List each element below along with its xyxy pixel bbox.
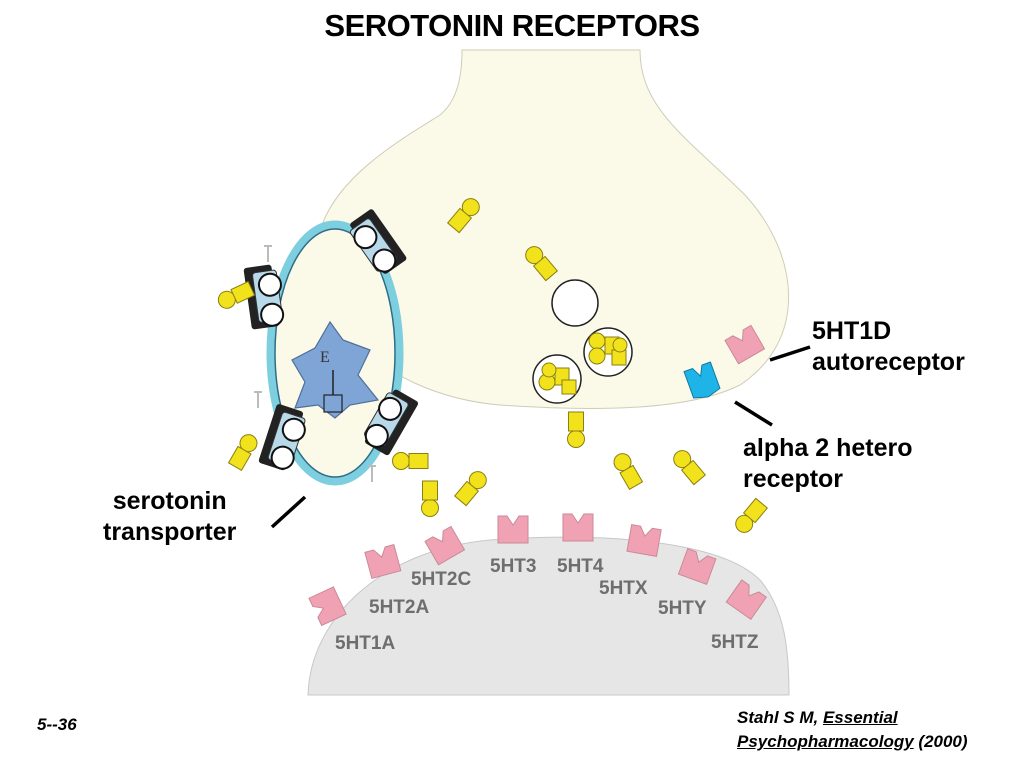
receptor-label-5ht3: 5HT3 <box>490 556 537 577</box>
serotonin-molecule <box>453 467 491 507</box>
enzyme-icon: E <box>291 320 380 419</box>
receptor-label-5ht2a: 5HT2A <box>369 597 430 618</box>
svg-text:E: E <box>320 349 330 366</box>
serotonin-molecule <box>421 480 439 517</box>
receptor-label-5hty: 5HTY <box>658 598 707 619</box>
vesicle-filled <box>583 327 633 377</box>
receptor-5htx <box>626 524 662 557</box>
citation-book-title: Essential <box>822 708 898 727</box>
receptor-label-5htx: 5HTX <box>599 578 648 599</box>
citation: Stahl S M, Essential Psychopharmacology … <box>737 706 1022 754</box>
label-alpha2-hetero-receptor: alpha 2 hetero receptor <box>743 434 913 493</box>
serotonin-molecule <box>731 497 769 537</box>
citation-book-title: Psychopharmacology <box>737 732 914 751</box>
serotonin-molecule <box>610 450 644 491</box>
citation-year: (2000) <box>918 732 968 751</box>
citation-author: Stahl S M, <box>737 708 819 727</box>
postsynaptic-neuron <box>307 536 790 696</box>
slide-number: 5--36 <box>37 715 77 734</box>
serotonin-molecule <box>669 446 707 486</box>
receptor-alpha2 <box>683 361 721 399</box>
serotonin-transporter <box>243 209 419 486</box>
vesicle-empty <box>551 279 599 327</box>
receptor-label-5ht2c: 5HT2C <box>411 569 472 590</box>
receptor-5ht3 <box>497 515 529 544</box>
receptor-label-5ht4: 5HT4 <box>557 556 604 577</box>
pointer-line <box>270 495 307 529</box>
page-title: SEROTONIN RECEPTORS <box>324 8 700 43</box>
label-5ht1d-autoreceptor: 5HT1D autoreceptor <box>812 317 965 376</box>
pointer-line <box>769 345 811 362</box>
serotonin-molecule <box>227 431 261 472</box>
serotonin-molecule <box>567 411 585 448</box>
presynaptic-terminal <box>318 49 790 409</box>
receptor-5ht4 <box>562 513 594 542</box>
serotonin-molecule <box>392 452 429 470</box>
pointer-line <box>734 400 773 427</box>
receptor-label-5htz: 5HTZ <box>711 632 759 653</box>
label-serotonin-transporter: serotonin transporter <box>103 487 237 546</box>
receptor-label-5ht1a: 5HT1A <box>335 633 396 654</box>
vesicle-filled <box>532 354 582 404</box>
